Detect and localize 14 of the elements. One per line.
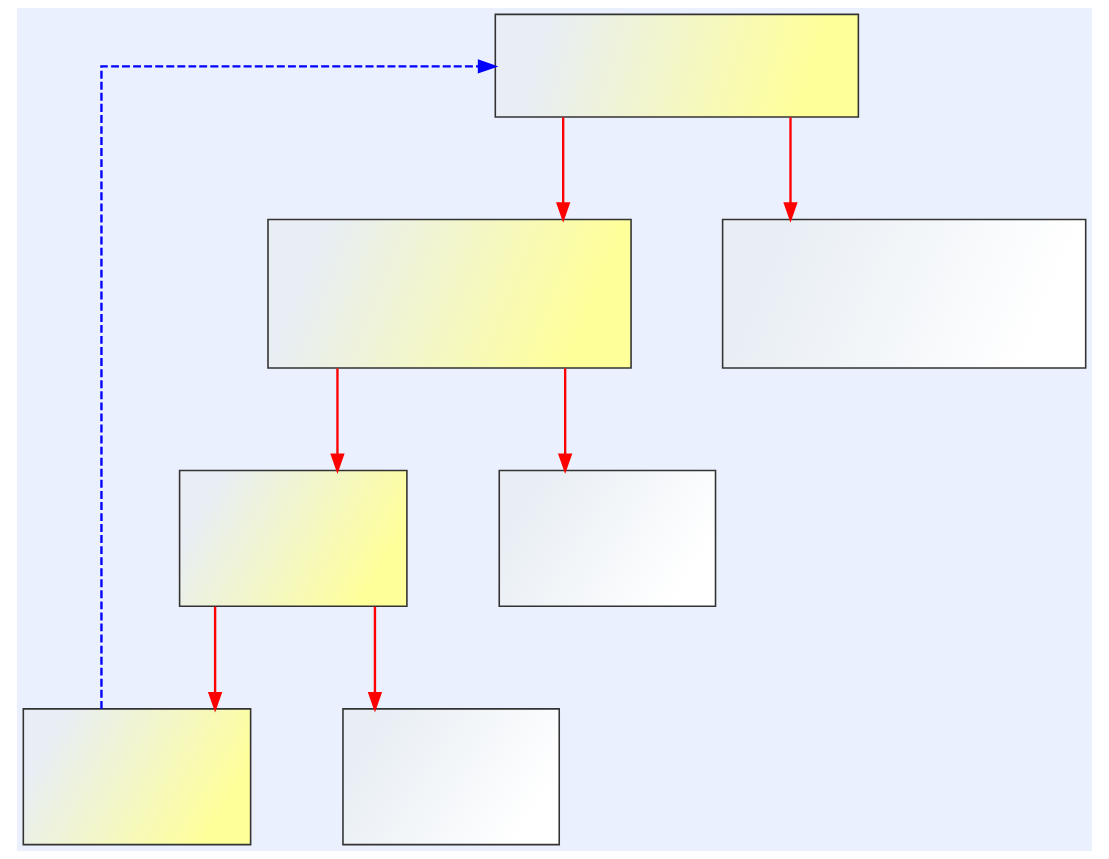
arrow bbox=[783, 117, 798, 223]
node-box bbox=[498, 469, 717, 608]
node-box bbox=[22, 708, 252, 846]
arrow bbox=[557, 368, 573, 474]
node-box bbox=[721, 218, 1087, 369]
arrow bbox=[207, 606, 223, 713]
arrow bbox=[556, 117, 571, 223]
arrow bbox=[100, 59, 499, 709]
arrow bbox=[367, 606, 383, 713]
arrow bbox=[330, 368, 345, 474]
node-box bbox=[494, 13, 860, 118]
node-box bbox=[267, 218, 632, 369]
node-box bbox=[178, 469, 408, 608]
node-box bbox=[342, 708, 561, 846]
